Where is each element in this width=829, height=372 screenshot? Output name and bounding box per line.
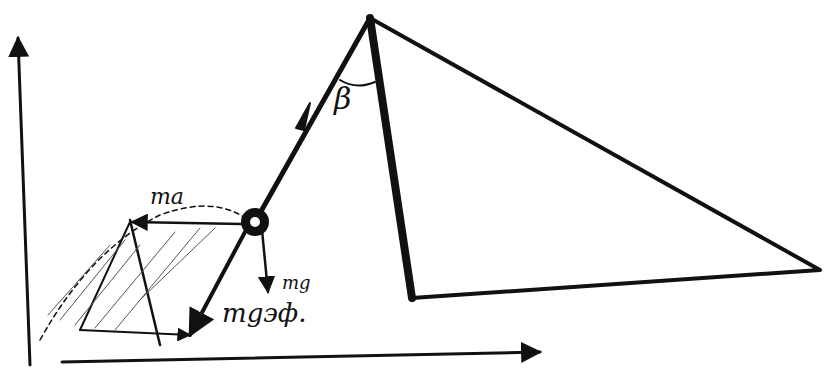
wedge (370, 18, 820, 298)
y-axis (18, 38, 30, 365)
hatching (48, 228, 215, 330)
gravity-arrow (262, 230, 268, 292)
force-label: ma (150, 186, 184, 208)
pendulum-bob-center (250, 217, 260, 227)
force-label: mg (282, 274, 311, 292)
swing-arc (40, 206, 248, 340)
construction-line (80, 222, 130, 330)
construction-line (80, 330, 190, 335)
inertial-force-arrow (132, 222, 242, 224)
pendulum-string (255, 18, 370, 222)
tension-arrow (296, 103, 310, 130)
angle-label: β (334, 84, 351, 114)
x-axis (62, 352, 540, 362)
construction-line (130, 220, 160, 345)
force-label: mgэф. (222, 300, 306, 326)
wedge-face (370, 18, 412, 298)
pendulum-bob (242, 209, 268, 235)
